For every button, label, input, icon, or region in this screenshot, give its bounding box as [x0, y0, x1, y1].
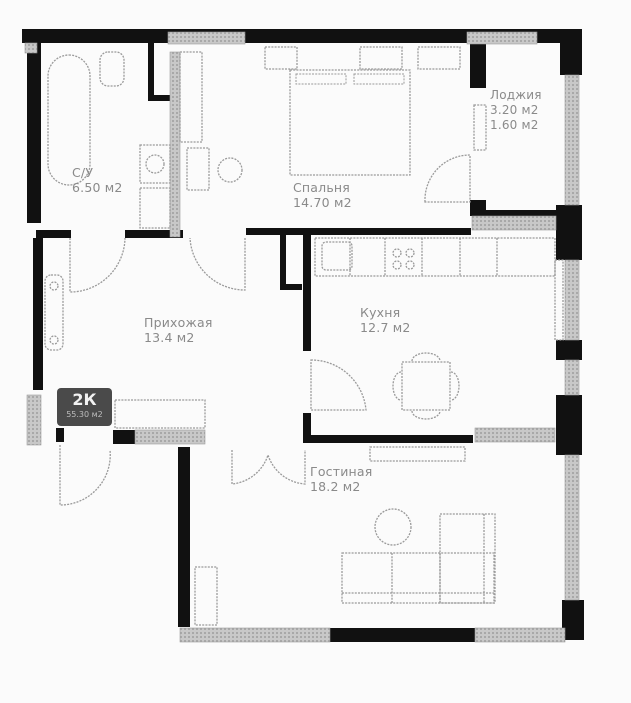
room-name: Лоджия — [490, 88, 542, 102]
chair — [217, 157, 243, 183]
pillows — [295, 73, 405, 85]
furniture — [44, 46, 564, 626]
room-name: Прихожая — [144, 315, 213, 330]
room-label-loggia: Лоджия 3.20 м2 1.60 м2 — [490, 88, 542, 133]
coffee-table — [374, 508, 412, 546]
bathtub — [47, 54, 91, 186]
room-label-hallway: Прихожая 13.4 м2 — [144, 315, 213, 345]
room-label-living: Гостиная 18.2 м2 — [310, 464, 373, 494]
walls — [22, 29, 584, 642]
room-name: Гостиная — [310, 464, 373, 479]
sink — [139, 187, 171, 229]
windows — [24, 31, 580, 643]
room-area: 14.70 м2 — [293, 195, 352, 210]
room-area: 13.4 м2 — [144, 330, 195, 345]
room-area: 12.7 м2 — [360, 320, 411, 335]
bed — [289, 69, 411, 176]
room-area: 18.2 м2 — [310, 479, 361, 494]
room-label-kitchen: Кухня 12.7 м2 — [360, 305, 411, 335]
room-area: 3.20 м2 — [490, 103, 539, 117]
room-label-bathroom: С/У 6.50 м2 — [72, 165, 123, 195]
badge-title: 2К — [72, 390, 97, 409]
badge-subtitle: 55.30 м2 — [66, 410, 103, 419]
toilet — [99, 51, 125, 87]
room-name: Кухня — [360, 305, 401, 320]
washing-machine — [139, 144, 171, 184]
room-name: С/У — [72, 165, 94, 180]
room-label-bedroom: Спальня 14.70 м2 — [293, 180, 352, 210]
room-area-reduced: 1.60 м2 — [490, 118, 539, 132]
sofa — [341, 552, 495, 604]
room-name: Спальня — [293, 180, 351, 195]
coat-rack — [44, 274, 64, 351]
dining-table — [401, 361, 451, 411]
apartment-type-badge: 2К 55.30 м2 — [57, 388, 112, 426]
room-area: 6.50 м2 — [72, 180, 123, 195]
